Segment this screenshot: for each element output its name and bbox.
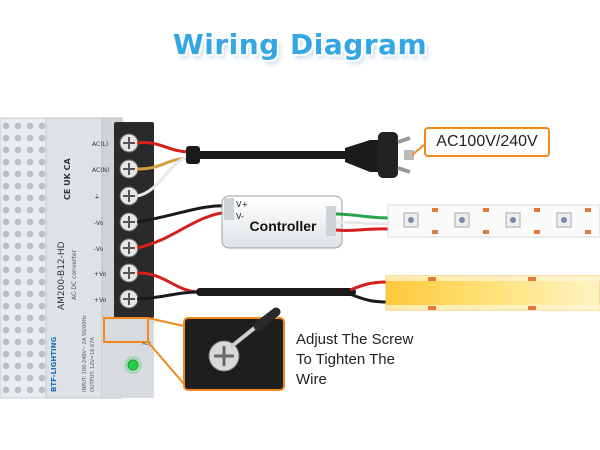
controller-pin-vminus: V-: [236, 212, 244, 221]
terminal-screws: [119, 133, 139, 309]
screw-instruction-line-1: Adjust The Screw: [296, 331, 414, 348]
pixel-led-strip: [387, 204, 600, 238]
terminal-label-6: +Vo: [94, 271, 107, 278]
psu-subtitle: AC-DC converter: [71, 249, 78, 300]
terminal-label-1: AC(L): [92, 141, 108, 148]
terminal-label-3: ⏚: [94, 194, 100, 201]
psu-model: AM200-B12-HD: [57, 241, 67, 310]
terminal-label-7: +Vo: [94, 297, 107, 304]
terminal-screw-1: [119, 133, 139, 153]
terminal-screw-6: [119, 263, 139, 283]
psu-brand: BTF-LIGHTING: [50, 337, 58, 392]
controller-label: Controller: [249, 218, 317, 234]
adj-label: ADJ: [142, 341, 151, 347]
ac-voltage-label: AC100V/240V: [424, 127, 550, 157]
psu-output-spec: OUTPUT: 12V=16.67A: [90, 337, 96, 392]
controller-pin-vplus: V+: [236, 200, 248, 209]
pixel-led-4: [556, 212, 572, 228]
screw-callout: [103, 317, 285, 391]
cob-led-strip: [385, 275, 600, 311]
terminal-label-5: -Vo: [94, 246, 103, 253]
power-supply: [0, 117, 154, 399]
terminal-label-4: -Vo: [94, 220, 103, 227]
pixel-led-2: [454, 212, 470, 228]
ac-cable: [136, 141, 354, 198]
terminal-screw-3: [119, 186, 139, 206]
pixel-led-3: [505, 212, 521, 228]
screw-instruction: Adjust The Screw To Tighten The Wire: [296, 330, 476, 390]
terminal-screw-7: [119, 289, 139, 309]
pixel-led-1: [403, 212, 419, 228]
screw-instruction-line-3: Wire: [296, 371, 327, 388]
ac-plug-icon: [345, 132, 414, 178]
terminal-labels: AC(L) AC(N) ⏚ -Vo -Vo +Vo +Vo: [92, 141, 109, 304]
terminal-label-2: AC(N): [92, 167, 109, 174]
screwdriver-icon: [230, 307, 281, 348]
psu-cert-marks: CE UK CA: [63, 158, 72, 200]
led-indicator-icon: [124, 356, 142, 374]
screw-instruction-line-2: To Tighten The: [296, 351, 395, 368]
psu-label: AM200-B12-HD AC-DC converter BTF-LIGHTIN…: [50, 158, 96, 392]
page-title: Wiring Diagram: [172, 28, 428, 61]
ac-callout-line: [411, 144, 425, 156]
terminal-screw-4: [119, 212, 139, 232]
cob-strip-cable: [136, 271, 389, 304]
controller-box: V+ V-: [221, 195, 343, 249]
terminal-screw-2: [119, 159, 139, 179]
controller-output-wires: [335, 212, 391, 233]
controller-input-wires: [136, 204, 231, 250]
terminal-screw-5: [119, 238, 139, 258]
psu-input-spec: INPUT: 100-240V~ 2A 50/60Hz: [82, 315, 88, 392]
